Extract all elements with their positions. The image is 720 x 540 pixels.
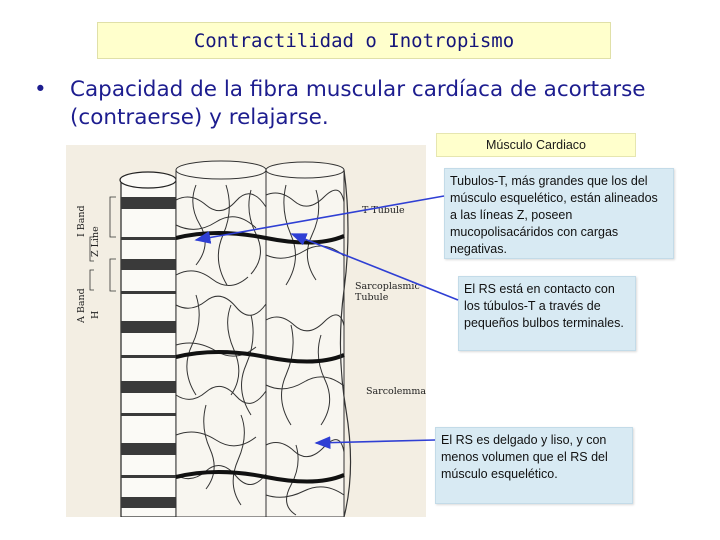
note-rs-thin: El RS es delgado y liso, y con menos vol… [435,427,633,504]
note-t-tubules: Tubulos-T, más grandes que los del múscu… [444,168,674,259]
label-sarcoplasmic: Sarcoplasmic [355,281,420,292]
slide-title: Contractilidad o Inotropismo [97,22,611,59]
figure-heading: Músculo Cardiaco [436,133,636,157]
band-brackets [89,196,116,292]
label-sarcolemma: Sarcolemma [366,386,426,397]
label-i-band: I Band [76,205,87,237]
label-t-tubule: T Tubule [362,205,405,216]
myofibril-cylinder [119,171,177,518]
label-sarcoplasmic-tubule: Tubule [355,292,389,303]
note-rs-contact: El RS está en contacto con los túbulos-T… [458,276,636,351]
bullet-marker: • [34,77,47,102]
cardiac-muscle-illustration: I Band Z Line A Band H T Tubule Sarcopla… [66,145,426,518]
label-z-line: Z Line [90,226,101,257]
label-h: H [90,311,101,319]
bullet-text: Capacidad de la fibra muscular cardíaca … [70,77,646,130]
sarcoplasmic-reticulum-network [175,160,345,518]
cardiac-muscle-drawing: I Band Z Line A Band H T Tubule Sarcopla… [66,145,426,518]
label-a-band: A Band [76,288,87,324]
